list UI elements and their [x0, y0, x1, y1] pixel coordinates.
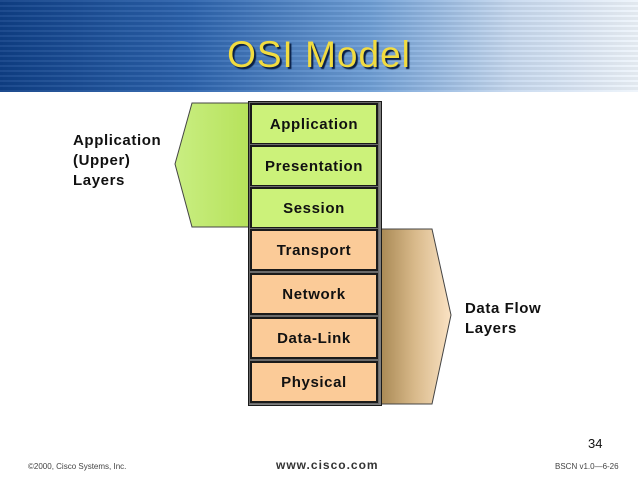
lower-label-line1: Data Flow	[465, 300, 542, 317]
upper-label-line3: Layers	[73, 172, 125, 189]
footer-course-id: BSCN v1.0—6-26	[555, 462, 619, 471]
layer-application: Application	[249, 102, 379, 146]
footer-url: www.cisco.com	[276, 458, 379, 472]
lower-label-line2: Layers	[465, 320, 517, 337]
layer-data-link: Data-Link	[249, 316, 379, 360]
upper-label-line1: Application	[73, 132, 162, 149]
footer-copyright: ©2000, Cisco Systems, Inc.	[28, 462, 127, 471]
upper-label-line2: (Upper)	[73, 152, 131, 169]
layer-session: Session	[249, 186, 379, 230]
upper-layers-bracket	[174, 102, 251, 228]
layer-network: Network	[249, 272, 379, 316]
layer-presentation: Presentation	[249, 144, 379, 188]
page-number: 34	[588, 436, 603, 451]
slide-title: OSI Model	[227, 34, 411, 75]
layer-transport: Transport	[249, 228, 379, 272]
layer-physical: Physical	[249, 360, 379, 404]
data-flow-bracket	[377, 228, 452, 405]
data-flow-label: Data Flow Layers	[465, 299, 541, 339]
title-banner	[0, 0, 638, 92]
upper-layers-label: Application (Upper) Layers	[73, 131, 161, 191]
